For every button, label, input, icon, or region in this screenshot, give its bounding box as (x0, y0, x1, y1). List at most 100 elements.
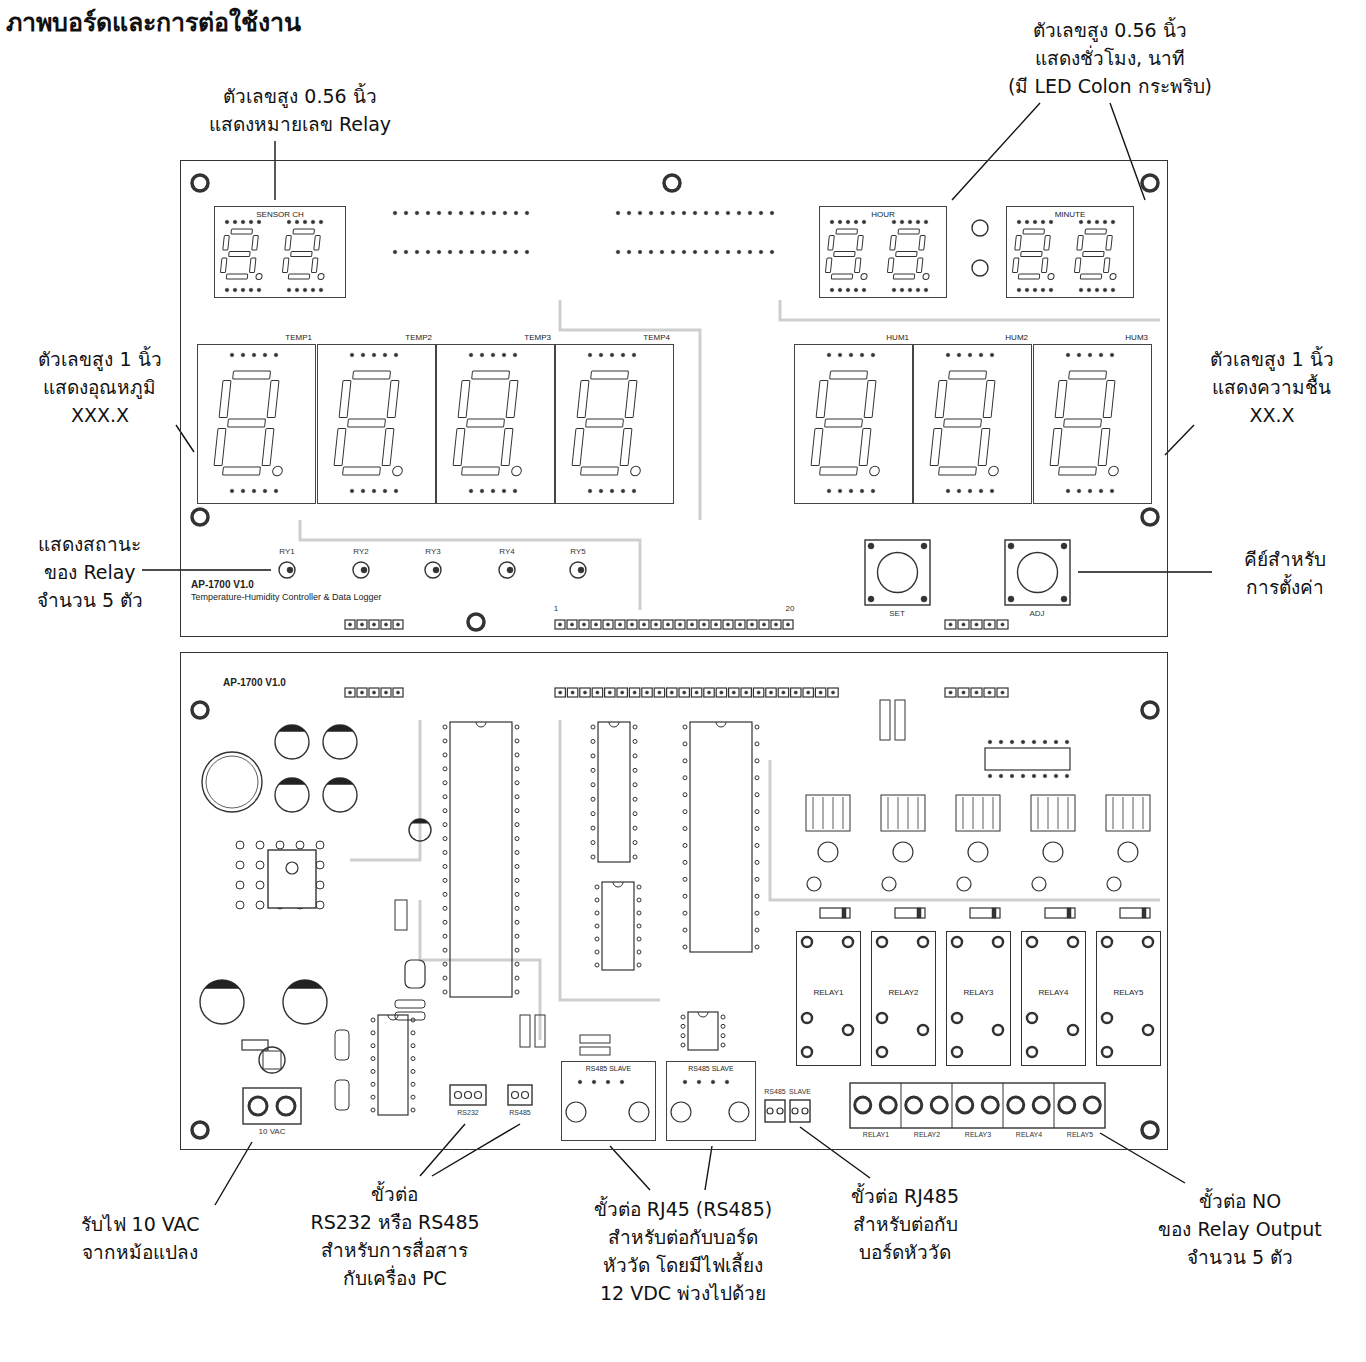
terminal-pin (512, 1092, 519, 1099)
pin-dot (892, 220, 896, 224)
ic-pin (411, 1095, 415, 1099)
ic-pin (515, 739, 519, 743)
digit-segment (1044, 236, 1051, 251)
silkscreen-label: ADJ (1029, 610, 1044, 619)
pin-dot (770, 250, 774, 254)
callout-text: ขั้วต่อ RS232 หรือ RS485 สำหรับการสื่อสา… (310, 1180, 479, 1292)
button-pin (921, 596, 927, 602)
digit-segment (828, 236, 835, 251)
ic-pin (443, 990, 447, 994)
display-small: HOUR (819, 206, 947, 298)
pin-hole (769, 691, 772, 694)
ic-pin (683, 810, 687, 814)
pin-dot (1017, 288, 1021, 292)
ic-pin (371, 1095, 375, 1099)
jack-post (671, 1102, 691, 1122)
pin-hole (745, 691, 748, 694)
pad (296, 841, 304, 849)
colon-led (972, 220, 988, 236)
display-large: HUM3 (1033, 344, 1152, 504)
resistor-line (963, 797, 964, 829)
pin-dot (1066, 353, 1070, 357)
ic-pin (633, 754, 637, 758)
ic-pin (595, 898, 599, 902)
digit-segment (1018, 274, 1040, 279)
pin-dot (660, 211, 664, 215)
ic-chip (602, 882, 634, 970)
pin-dot (946, 489, 950, 493)
header-pin (735, 620, 745, 629)
ic-pin (1010, 774, 1014, 778)
digit-segment (857, 236, 864, 251)
ic-notch (698, 1012, 708, 1017)
ic-pin (988, 774, 992, 778)
pin-hole (558, 623, 561, 626)
pin-dot (514, 211, 518, 215)
ic-chip (598, 722, 630, 862)
pin-dot (871, 353, 875, 357)
digit-segment (1106, 236, 1113, 251)
ic-pin (1043, 740, 1047, 744)
header-pin (567, 688, 577, 697)
callout-line: RS232 หรือ RS485 (310, 1211, 479, 1233)
digit-segment (223, 236, 230, 251)
relay-box: RELAY4 (1021, 931, 1086, 1066)
ic-pin (633, 841, 637, 845)
callout-text: แสดงสถานะ ของ Relay จำนวน 5 ตัว (37, 530, 143, 614)
pcb-trace (780, 300, 1160, 320)
push-button (865, 540, 930, 605)
pin-dot (1087, 220, 1091, 224)
callout-line: บอร์ดหัววัด (859, 1241, 951, 1263)
pin-hole (949, 623, 952, 626)
relay-pin (843, 1025, 853, 1035)
relay-pin (993, 1025, 1003, 1035)
ic-pin (515, 920, 519, 924)
pin-dot (404, 250, 408, 254)
relay-pin (1102, 1013, 1112, 1023)
pcb-trace (560, 300, 700, 520)
header-pin (971, 620, 982, 629)
terminal-pin (465, 1092, 472, 1099)
rj45-jack: RS485 SLAVE (561, 1061, 656, 1141)
silkscreen-label: 10 VAC (259, 1128, 286, 1137)
resistor (580, 1035, 610, 1043)
header-pin (958, 620, 969, 629)
capacitor-polarity (411, 819, 429, 823)
digit-segment (226, 274, 248, 279)
ic-pin (443, 864, 447, 868)
ic-pin (411, 1044, 415, 1048)
ic-pin (595, 924, 599, 928)
pin-hole (630, 623, 633, 626)
pcb-trace (350, 720, 420, 860)
callout-line: แสดงความชื้น (1212, 376, 1331, 398)
pin-dot (491, 353, 495, 357)
pin-dot (426, 250, 430, 254)
pin-hole (774, 623, 777, 626)
driver-led (1107, 877, 1121, 891)
status-led (570, 562, 586, 578)
digit-segment (229, 252, 251, 257)
jack-pin (578, 1080, 582, 1084)
ic-chip (690, 722, 752, 952)
pad (316, 901, 324, 909)
board-subtitle: Temperature-Humidity Controller & Data L… (191, 592, 382, 602)
ic-pin (633, 826, 637, 830)
pin-hole (962, 691, 965, 694)
callout-text: ตัวเลขสูง 0.56 นิ้ว แสดงหมายเลข Relay (209, 82, 391, 138)
digit-segment (467, 419, 505, 427)
relay-pin (1143, 1025, 1153, 1035)
digit-segment (831, 274, 853, 279)
ic-pin (755, 945, 759, 949)
ic-pin (443, 837, 447, 841)
pin-dot (361, 353, 365, 357)
header-pin (580, 688, 590, 697)
relay-pin (1143, 937, 1153, 947)
pin-dot (990, 353, 994, 357)
header-pin (369, 620, 379, 629)
header-pin (997, 620, 1008, 629)
ic-pin (681, 1024, 685, 1028)
pin-dot (1111, 288, 1115, 292)
header-pin (369, 688, 379, 697)
pin-dot (610, 353, 614, 357)
pin-dot (525, 211, 529, 215)
